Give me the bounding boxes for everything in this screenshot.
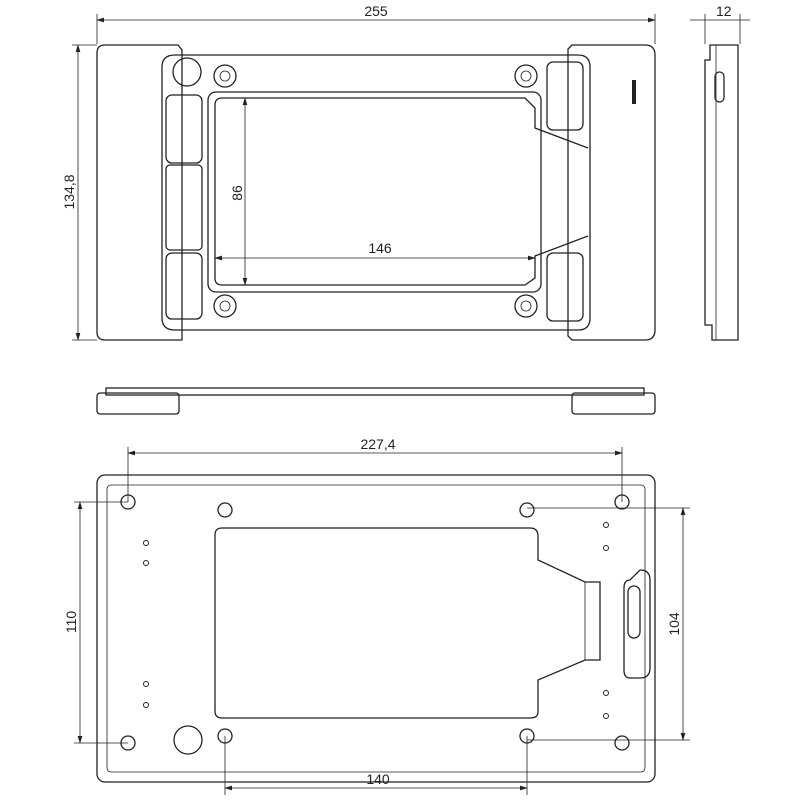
dim-overall-width: 255 bbox=[364, 3, 388, 19]
dim-hole-spacing-inner-x: 140 bbox=[366, 771, 390, 787]
bottom-outline bbox=[96, 474, 656, 783]
clamp-pad bbox=[165, 94, 203, 164]
right-cap-edge bbox=[571, 392, 656, 415]
mount-hole-inner bbox=[219, 70, 231, 82]
inner-plate bbox=[161, 54, 591, 331]
clamp-pad bbox=[546, 252, 584, 322]
clamp-pad bbox=[165, 252, 203, 320]
dimensions: 255 12 134,8 86 146 227,4 110 104 140 bbox=[61, 3, 750, 795]
notch-slot bbox=[627, 585, 641, 639]
bottom-inner-edge bbox=[106, 484, 646, 773]
right-end-cap bbox=[567, 44, 656, 341]
screw-hole bbox=[519, 502, 535, 518]
dim-overall-height: 134,8 bbox=[61, 174, 77, 209]
dim-thickness: 12 bbox=[716, 3, 732, 19]
dim-window-height: 86 bbox=[229, 185, 245, 201]
plate-edge bbox=[105, 387, 645, 396]
top-view bbox=[96, 44, 656, 341]
mount-hole bbox=[514, 64, 538, 88]
screw-hole bbox=[217, 502, 233, 518]
mount-hole bbox=[213, 64, 237, 88]
bottom-view bbox=[96, 474, 656, 783]
side-notch bbox=[623, 569, 651, 679]
dim-hole-spacing-right-y: 104 bbox=[666, 612, 682, 636]
mount-hole bbox=[213, 294, 237, 318]
logo-mark bbox=[632, 80, 636, 104]
side-slot bbox=[714, 71, 725, 103]
dim-window-width: 146 bbox=[368, 240, 392, 256]
front-view bbox=[96, 387, 656, 415]
plate-recess bbox=[207, 91, 542, 293]
left-cap-edge bbox=[96, 392, 180, 415]
bottom-window bbox=[214, 527, 601, 719]
clamp-pad bbox=[165, 164, 203, 251]
clamp-pad bbox=[546, 61, 584, 131]
left-end-cap bbox=[96, 44, 183, 341]
window-opening bbox=[214, 97, 589, 286]
mount-hole-inner bbox=[219, 300, 231, 312]
large-hole bbox=[173, 725, 203, 755]
mount-hole-inner bbox=[520, 70, 532, 82]
dim-hole-spacing-outer-x: 227,4 bbox=[360, 436, 395, 452]
dim-hole-spacing-outer-y: 110 bbox=[63, 611, 79, 634]
mount-hole bbox=[514, 294, 538, 318]
side-view bbox=[704, 44, 739, 341]
small-holes bbox=[143, 522, 609, 719]
large-hole bbox=[172, 57, 202, 87]
screw-holes bbox=[120, 494, 630, 751]
mount-hole-inner bbox=[520, 300, 532, 312]
screw-hole bbox=[614, 735, 630, 751]
side-profile bbox=[704, 44, 739, 341]
